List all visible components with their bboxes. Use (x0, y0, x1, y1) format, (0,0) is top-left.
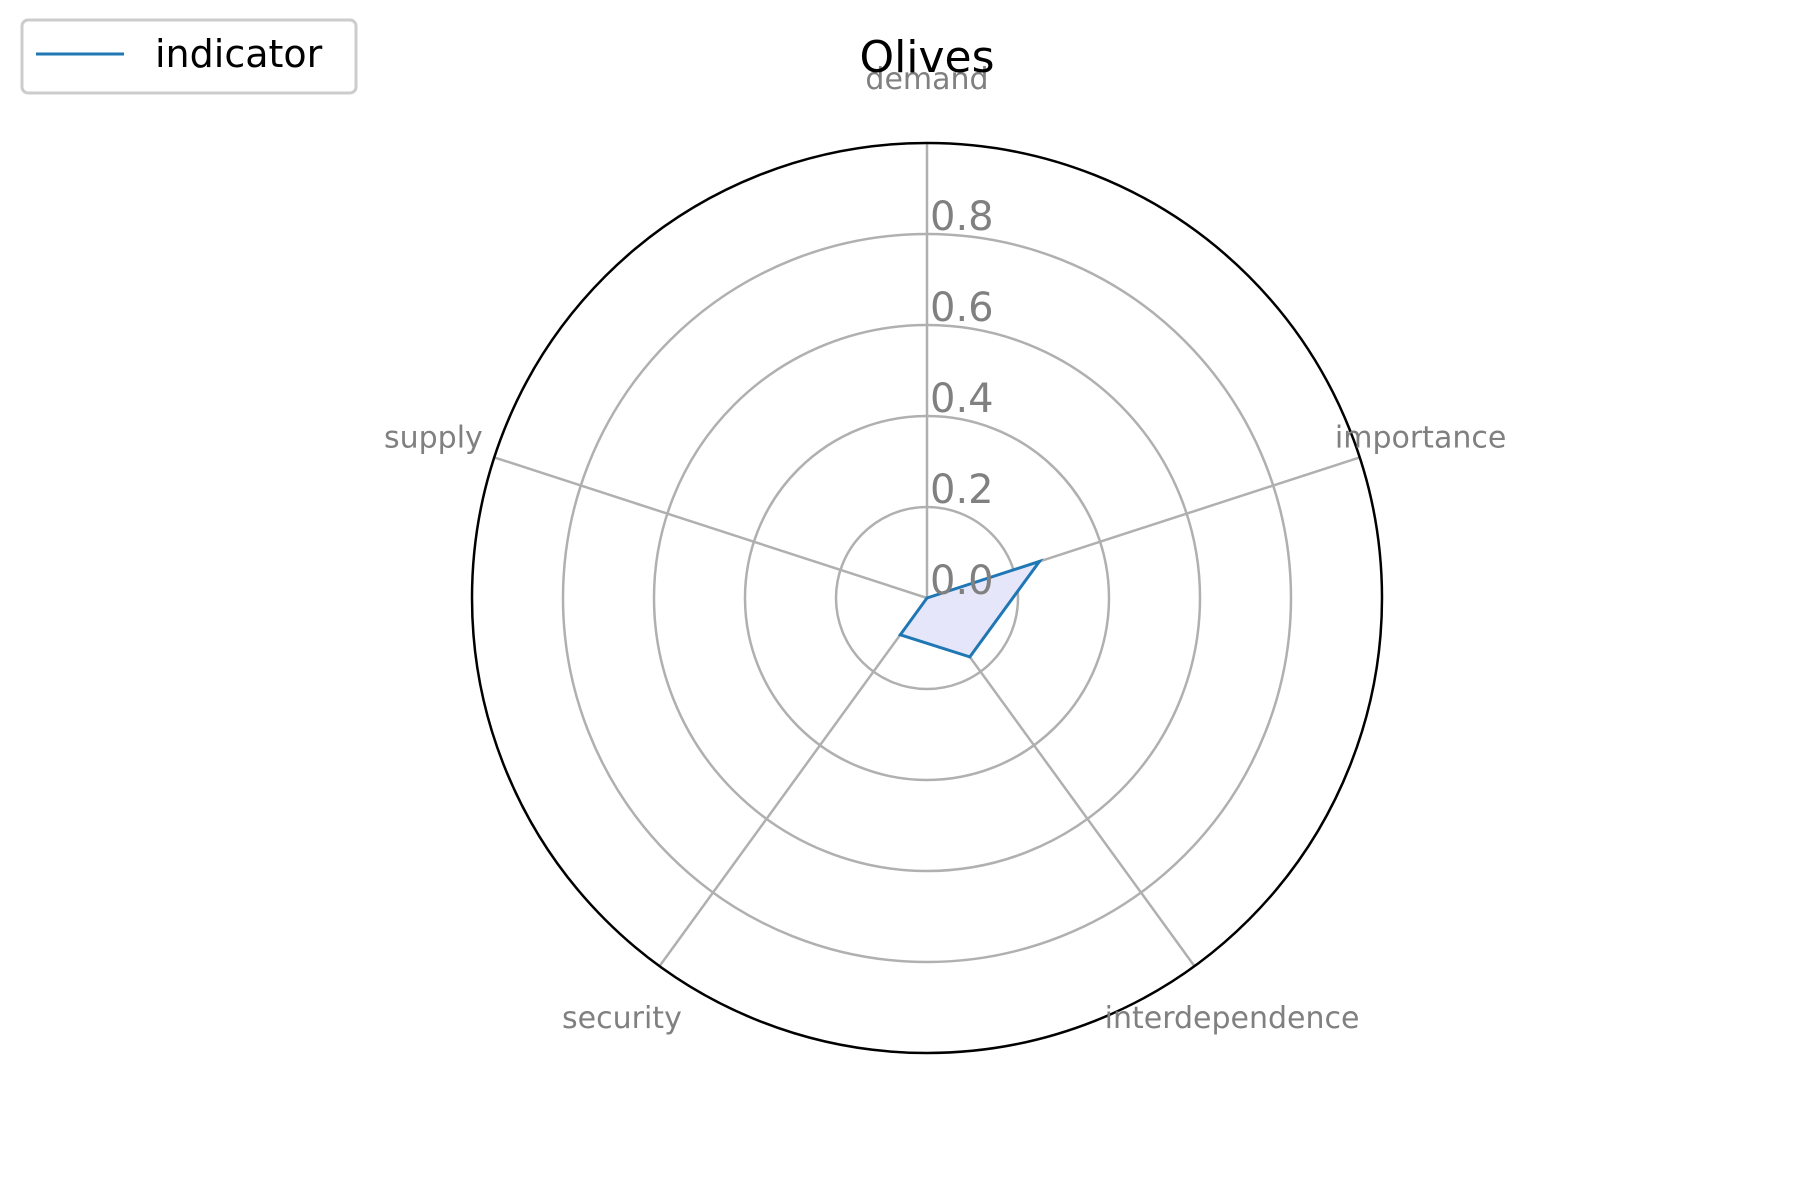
legend-label-indicator: indicator (155, 32, 323, 76)
legend[interactable]: indicator (20, 18, 358, 95)
axis-label-demand: demand (865, 62, 988, 97)
data-point-supply (925, 596, 929, 600)
series-layer (897, 558, 1044, 659)
radial-tick-labels: 0.0 0.2 0.4 0.6 0.8 (930, 194, 994, 604)
data-point-importance (1038, 559, 1042, 563)
axis-label-importance: importance (1335, 421, 1506, 456)
r-tick-label-4: 0.8 (930, 194, 994, 240)
data-point-security (898, 633, 902, 637)
r-tick-label-0: 0.0 (930, 558, 994, 604)
spokes (493, 143, 1361, 967)
chart-title: Olives (859, 32, 994, 83)
r-tick-label-2: 0.4 (930, 376, 994, 422)
r-tick-label-1: 0.2 (930, 467, 994, 513)
axis-label-security: security (562, 1001, 682, 1036)
data-point-interdependence (968, 655, 972, 659)
spoke-security (658, 597, 929, 967)
spoke-interdependence (925, 597, 1196, 967)
axis-label-interdependence: interdependence (1105, 1001, 1360, 1036)
axis-label-supply: supply (384, 421, 483, 456)
legend-box (20, 18, 358, 95)
spoke-supply (493, 456, 928, 600)
outer-circle (470, 141, 1384, 1055)
series-area-indicator (900, 561, 1040, 657)
r-tick-label-3: 0.6 (930, 285, 994, 331)
axis-labels: demand importance interdependence security s… (384, 62, 1506, 1036)
